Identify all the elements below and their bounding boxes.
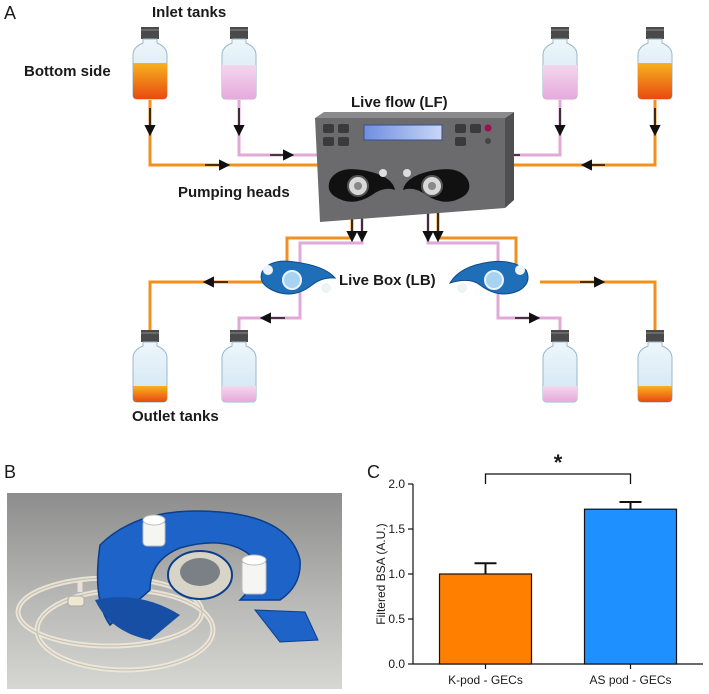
y-tick-label: 2.0 <box>388 477 405 491</box>
pumping-head-right <box>403 169 470 202</box>
flow-diagram: Inlet tanks Bottom side Live flow (LF) P… <box>24 4 673 425</box>
panel-label-c: C <box>367 462 380 482</box>
inlet-tanks-label: Inlet tanks <box>152 4 226 21</box>
outlet-tanks-label: Outlet tanks <box>132 408 219 425</box>
live-box-right <box>448 260 529 295</box>
x-tick-label: AS pod - GECs <box>589 673 671 687</box>
x-tick-label: K-pod - GECs <box>448 673 523 687</box>
live-box-left <box>260 260 337 295</box>
inlet-bottle-orange-right <box>637 26 673 100</box>
live-box-photo <box>7 493 342 689</box>
bar <box>583 508 678 665</box>
y-tick-label: 0.0 <box>388 657 405 671</box>
outlet-bottle-orange-right <box>637 329 673 403</box>
y-tick-label: 1.5 <box>388 522 405 536</box>
inlet-bottle-pink-left <box>221 26 257 100</box>
inlet-bottle-pink-right <box>542 26 578 100</box>
significance-star: * <box>554 450 563 475</box>
inlet-bottle-orange-left <box>132 26 168 100</box>
outlet-bottle-orange-left <box>132 329 168 403</box>
outlet-bottle-pink-left <box>221 329 257 403</box>
y-tick-label: 0.5 <box>388 612 405 626</box>
y-axis-label: Filtered BSA (A.U.) <box>374 523 388 624</box>
pump-display <box>363 124 443 141</box>
panel-label-a: A <box>4 3 16 23</box>
outlet-bottle-pink-right <box>542 329 578 403</box>
live-flow-pump <box>315 112 514 222</box>
live-flow-label: Live flow (LF) <box>351 94 448 111</box>
bar <box>438 573 533 665</box>
flow-arrows <box>144 108 661 324</box>
pumping-heads-label: Pumping heads <box>178 184 290 201</box>
live-box-label: Live Box (LB) <box>339 272 436 289</box>
y-tick-label: 1.0 <box>388 567 405 581</box>
panel-label-b: B <box>4 462 16 482</box>
significance-bracket <box>484 473 632 484</box>
bottom-side-label: Bottom side <box>24 63 111 80</box>
pumping-head-left <box>328 169 395 202</box>
